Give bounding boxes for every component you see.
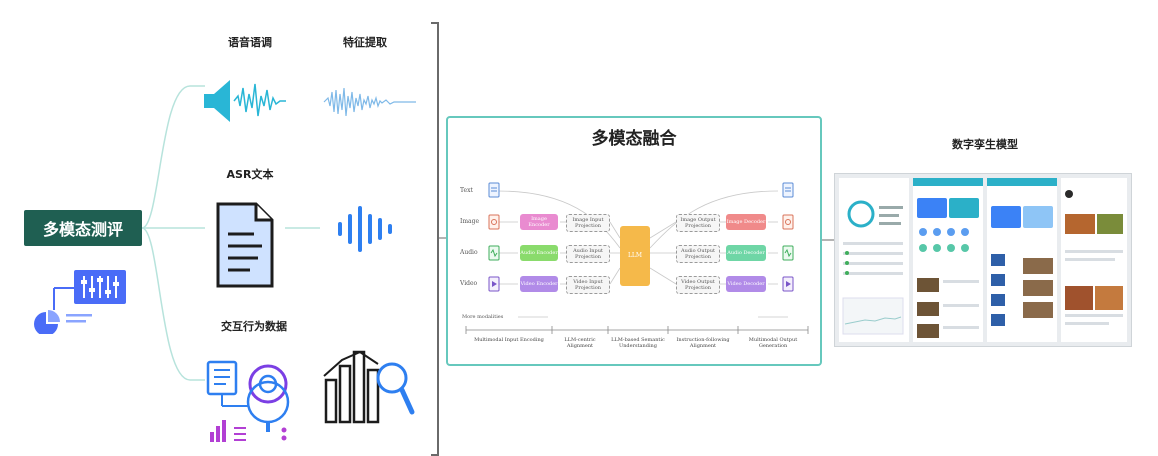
audio-bars-icon bbox=[338, 206, 392, 252]
digital-twin-screenshot bbox=[834, 173, 1132, 347]
image-file-icon bbox=[488, 214, 500, 230]
fusion-flow-lines bbox=[465, 190, 809, 334]
document-icon bbox=[216, 202, 274, 288]
modality-label: Image bbox=[460, 218, 480, 225]
stage-caption: LLM-centric Alignment bbox=[564, 337, 596, 349]
llm-block: LLM bbox=[620, 226, 650, 286]
modality-label: Text bbox=[460, 187, 473, 194]
asr-label: ASR文本 bbox=[226, 168, 274, 181]
feature-waveform-icon bbox=[323, 87, 416, 117]
text-file-icon bbox=[782, 182, 794, 198]
audio-file-icon bbox=[488, 245, 500, 261]
analytics-icon bbox=[206, 360, 290, 442]
output-projection-box: Audio Output Projection bbox=[676, 245, 720, 263]
encoder-box: Audio Encoder bbox=[520, 245, 558, 261]
encoder-box: Image Encoder bbox=[520, 214, 558, 230]
video-file-icon bbox=[488, 276, 500, 292]
stage-caption: Instruction-following Alignment bbox=[676, 337, 730, 349]
text-file-icon bbox=[488, 182, 500, 198]
feature-extraction-label: 特征提取 bbox=[343, 36, 387, 49]
output-projection-box: Image Output Projection bbox=[676, 214, 720, 232]
stage-caption: Multimodal Output Generation bbox=[748, 337, 798, 349]
more-modalities-label: More modalities bbox=[462, 314, 504, 320]
image-file-icon bbox=[782, 214, 794, 230]
output-projection-box: Video Output Projection bbox=[676, 276, 720, 294]
input-projection-box: Audio Input Projection bbox=[566, 245, 610, 263]
root-node: 多模态测评 bbox=[24, 210, 142, 246]
decoder-box: Image Decoder bbox=[726, 214, 766, 230]
root-label: 多模态测评 bbox=[42, 220, 123, 239]
dashboard-icon bbox=[34, 270, 126, 334]
stage-caption: Multimodal Input Encoding bbox=[474, 337, 544, 343]
decoder-box: Audio Decoder bbox=[726, 245, 766, 261]
bar-chart-magnifier-icon bbox=[323, 350, 415, 424]
modality-label: Video bbox=[460, 280, 478, 287]
speech-label: 语音语调 bbox=[228, 36, 272, 49]
audio-file-icon bbox=[782, 245, 794, 261]
video-file-icon bbox=[782, 276, 794, 292]
decoder-box: Video Decoder bbox=[726, 276, 766, 292]
interaction-label: 交互行为数据 bbox=[221, 320, 287, 333]
modality-label: Audio bbox=[460, 249, 478, 256]
digital-twin-label: 数字孪生模型 bbox=[952, 138, 1018, 151]
input-projection-box: Image Input Projection bbox=[566, 214, 610, 232]
encoder-box: Video Encoder bbox=[520, 276, 558, 292]
stage-caption: LLM-based Semantic Understanding bbox=[611, 337, 665, 349]
input-projection-box: Video Input Projection bbox=[566, 276, 610, 294]
speaker-waveform-icon bbox=[204, 80, 286, 122]
bracket-divider bbox=[431, 22, 439, 456]
digital-twin-mockup bbox=[839, 178, 1127, 342]
fusion-title: 多模态融合 bbox=[591, 129, 677, 149]
fusion-panel: 多模态融合 Text Image Audio Video Image Encod… bbox=[446, 116, 822, 366]
